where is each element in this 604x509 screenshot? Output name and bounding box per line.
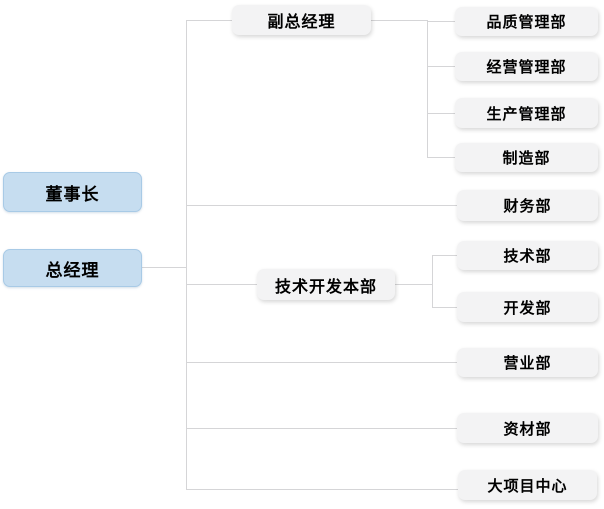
node-business-mgmt-dept[interactable]: 经营管理部 <box>455 52 598 81</box>
edge-general-manager-to-spine <box>142 267 186 268</box>
node-sales-dept[interactable]: 营业部 <box>457 348 598 377</box>
node-major-project-center[interactable]: 大项目中心 <box>458 470 597 500</box>
node-general-manager[interactable]: 总经理 <box>3 249 142 287</box>
node-production-mgmt-dept[interactable]: 生产管理部 <box>455 98 598 128</box>
stub-development-dept <box>432 307 457 308</box>
node-materials-dept[interactable]: 资材部 <box>457 413 598 443</box>
node-manufacturing-dept[interactable]: 制造部 <box>455 143 598 172</box>
stub-technology-dept <box>432 255 457 256</box>
node-chairman[interactable]: 董事长 <box>3 172 142 212</box>
edge-spine-to-materials-dept <box>186 428 457 429</box>
stub-business-mgmt-dept <box>427 66 455 67</box>
edge-spine-to-sales-dept <box>186 362 457 363</box>
node-development-dept[interactable]: 开发部 <box>457 292 598 322</box>
node-quality-dept[interactable]: 品质管理部 <box>455 7 598 36</box>
bracket-deputy-gm-children <box>427 20 428 158</box>
node-deputy-general-manager[interactable]: 副总经理 <box>232 5 371 35</box>
edge-tech-dev-to-bracket <box>395 284 432 285</box>
node-finance-dept[interactable]: 财务部 <box>457 190 598 221</box>
spine-line <box>186 20 187 490</box>
edge-spine-to-major-project-center <box>186 489 458 490</box>
edge-deputy-gm-to-bracket <box>371 20 427 21</box>
stub-quality-dept <box>427 21 455 22</box>
bracket-tech-dev-children <box>432 255 433 307</box>
stub-manufacturing-dept <box>427 157 455 158</box>
edge-spine-to-deputy-gm <box>186 20 232 21</box>
stub-production-mgmt-dept <box>427 113 455 114</box>
node-technology-dept[interactable]: 技术部 <box>457 241 598 270</box>
edge-spine-to-tech-dev <box>186 284 257 285</box>
node-tech-dev-division[interactable]: 技术开发本部 <box>257 269 395 300</box>
edge-spine-to-finance-dept <box>186 205 457 206</box>
